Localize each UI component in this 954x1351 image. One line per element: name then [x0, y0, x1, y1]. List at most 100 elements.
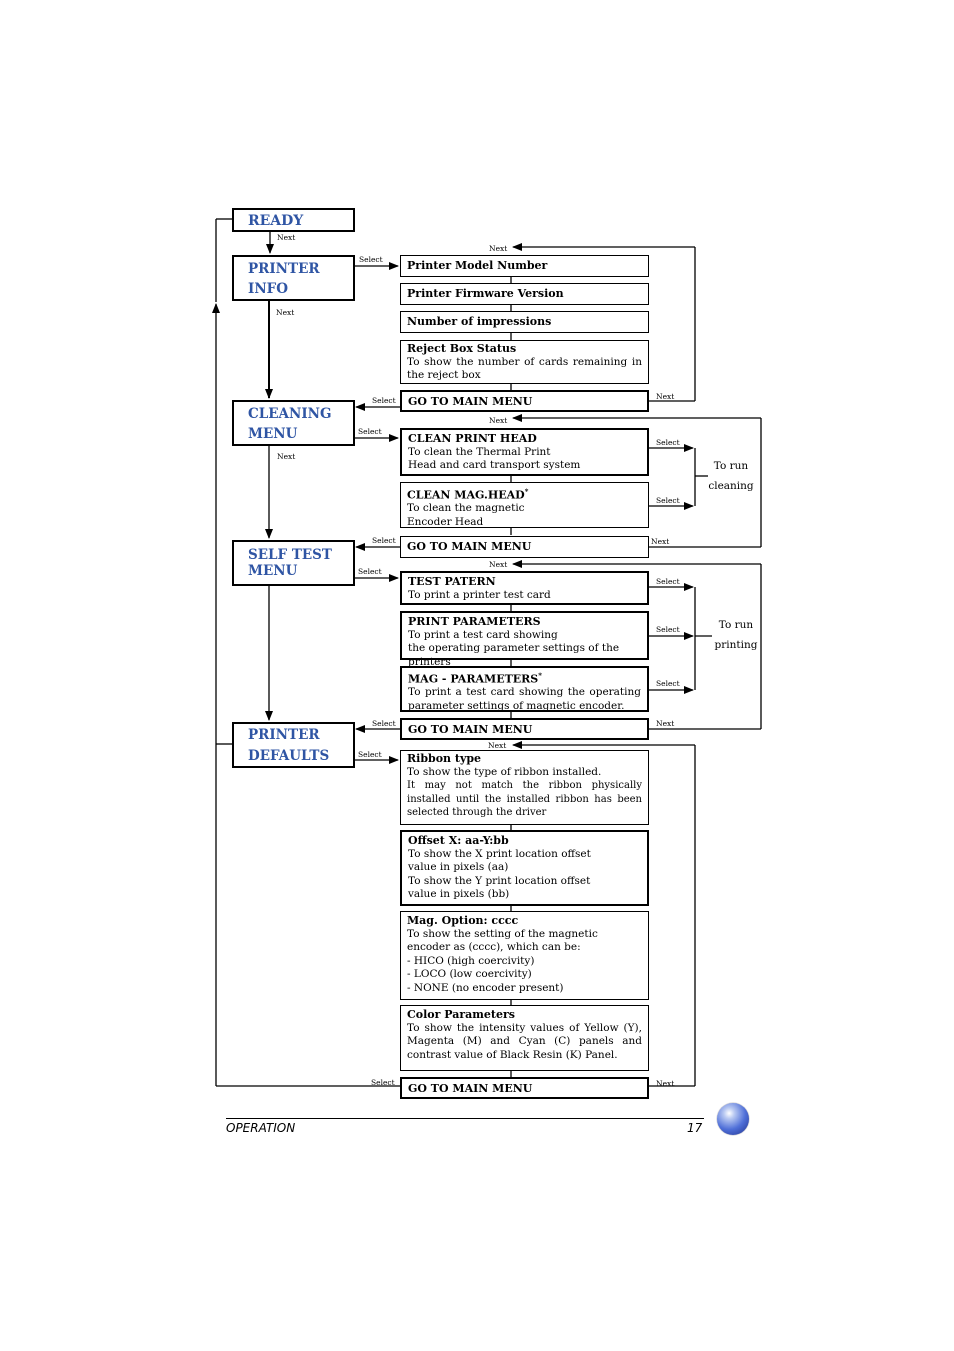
ready-label: READY [248, 213, 304, 229]
self-test-label-1: SELF TEST [248, 547, 332, 563]
select-label: Select [372, 396, 396, 405]
mag-option-desc-5: - NONE (no encoder present) [407, 981, 564, 994]
print-parameters-desc-1: To print a test card showing [408, 628, 558, 641]
clean-print-head-desc-2: Head and card transport system [408, 459, 581, 471]
cleaning-menu-box[interactable]: CLEANING MENU [232, 400, 355, 446]
clean-mag-head-title: CLEAN MAG.HEAD* [407, 487, 529, 502]
select-label: Select [358, 750, 382, 759]
clean-print-head-title: CLEAN PRINT HEAD [408, 432, 537, 445]
offset-item[interactable]: Offset X: aa-Y:bb To show the X print lo… [400, 830, 649, 906]
select-label: Select [372, 719, 396, 728]
goto-main-menu-label: GO TO MAIN MENU [408, 1082, 533, 1095]
select-label: Select [656, 577, 680, 586]
self-test-label-2: MENU [248, 563, 298, 579]
next-label: Next [276, 308, 295, 317]
ready-box[interactable]: READY [232, 208, 355, 232]
printer-firmware-title: Printer Firmware Version [407, 287, 564, 300]
footer-section: OPERATION [226, 1121, 296, 1135]
select-label: Select [358, 567, 382, 576]
impressions-title: Number of impressions [407, 315, 552, 328]
test-patern-title: TEST PATERN [408, 575, 496, 588]
test-patern-desc: To print a printer test card [408, 588, 551, 601]
select-label: Select [656, 625, 680, 634]
goto-main-menu-label: GO TO MAIN MENU [408, 395, 533, 408]
globe-logo-icon [717, 1103, 749, 1135]
mag-parameters-title: MAG - PARAMETERS* [408, 671, 542, 686]
self-test-menu-box[interactable]: SELF TEST MENU [232, 540, 355, 586]
print-parameters-title: PRINT PARAMETERS [408, 615, 541, 628]
printer-info-label-2: INFO [248, 281, 288, 297]
test-patern-item[interactable]: TEST PATERN To print a printer test card [400, 571, 649, 605]
clean-mag-head-desc-2: Encoder Head [407, 515, 484, 528]
color-parameters-title: Color Parameters [407, 1008, 515, 1021]
goto-main-menu-cleaning[interactable]: GO TO MAIN MENU [400, 536, 649, 558]
goto-main-menu-label: GO TO MAIN MENU [408, 723, 533, 736]
printer-info-label-1: PRINTER [248, 261, 320, 277]
reject-box-desc: To show the number of cards remaining in… [407, 355, 642, 382]
next-label: Next [656, 719, 675, 728]
goto-main-menu-info[interactable]: GO TO MAIN MENU [400, 390, 649, 412]
select-label: Select [656, 438, 680, 447]
ribbon-type-desc-1: To show the type of ribbon installed. [407, 765, 602, 778]
impressions-item[interactable]: Number of impressions [400, 311, 649, 333]
reject-box-title: Reject Box Status [407, 342, 517, 355]
clean-print-head-item[interactable]: CLEAN PRINT HEAD To clean the Thermal Pr… [400, 428, 649, 476]
color-parameters-desc: To show the intensity values of Yellow (… [407, 1021, 642, 1061]
run-cleaning-note: To run cleaning [708, 460, 754, 492]
color-parameters-item[interactable]: Color Parameters To show the intensity v… [400, 1005, 649, 1071]
next-label: Next [651, 537, 670, 546]
select-label: Select [656, 679, 680, 688]
footer-page-number: 17 [687, 1121, 703, 1135]
offset-desc-3: To show the Y print location offset [408, 874, 591, 887]
mag-option-item[interactable]: Mag. Option: cccc To show the setting of… [400, 911, 649, 1000]
printer-defaults-label-2: DEFAULTS [248, 748, 330, 764]
next-label: Next [489, 560, 508, 569]
mag-option-desc-1: To show the setting of the magnetic [407, 927, 598, 940]
footer-rule [226, 1118, 704, 1119]
printer-info-box[interactable]: PRINTER INFO [232, 255, 355, 301]
printer-defaults-label-1: PRINTER [248, 727, 320, 743]
goto-main-menu-defaults[interactable]: GO TO MAIN MENU [400, 1077, 649, 1099]
next-label: Next [489, 244, 508, 253]
clean-mag-head-desc-1: To clean the magnetic [407, 502, 525, 515]
clean-mag-head-item[interactable]: CLEAN MAG.HEAD* To clean the magnetic En… [400, 482, 649, 528]
print-parameters-item[interactable]: PRINT PARAMETERS To print a test card sh… [400, 611, 649, 668]
select-label: Select [372, 536, 396, 545]
next-label: Next [656, 1079, 675, 1088]
offset-desc-4: value in pixels (bb) [408, 888, 510, 900]
goto-main-menu-self-test[interactable]: GO TO MAIN MENU [400, 718, 649, 740]
next-label: Next [489, 416, 508, 425]
cleaning-label-2: MENU [248, 426, 298, 442]
next-label: Next [277, 452, 296, 461]
next-label: Next [656, 392, 675, 401]
mag-option-desc-2: encoder as (cccc), which can be: [407, 941, 581, 953]
mag-parameters-desc: To print a test card showing the operati… [408, 686, 641, 712]
offset-desc-2: value in pixels (aa) [408, 861, 509, 873]
select-label: Select [358, 427, 382, 436]
printer-model-item[interactable]: Printer Model Number [400, 255, 649, 277]
printer-model-title: Printer Model Number [407, 259, 548, 272]
mag-parameters-item[interactable]: MAG - PARAMETERS* To print a test card s… [400, 666, 649, 712]
printer-firmware-item[interactable]: Printer Firmware Version [400, 283, 649, 305]
ribbon-type-item[interactable]: Ribbon type To show the type of ribbon i… [400, 750, 649, 825]
ribbon-type-desc-2: It may not match the ribbon physically i… [407, 780, 642, 818]
cleaning-label-1: CLEANING [248, 406, 332, 422]
select-label: Select [371, 1078, 395, 1087]
ribbon-type-title: Ribbon type [407, 752, 482, 765]
next-label: Next [488, 741, 507, 750]
offset-desc-1: To show the X print location offset [408, 847, 591, 860]
goto-main-menu-label: GO TO MAIN MENU [407, 540, 532, 553]
printer-defaults-box[interactable]: PRINTER DEFAULTS [232, 722, 355, 768]
mag-option-title: Mag. Option: cccc [407, 914, 519, 927]
print-parameters-desc-2: the operating parameter settings of the … [408, 642, 620, 668]
run-printing-note: To run printing [714, 619, 758, 651]
next-label: Next [277, 233, 296, 242]
select-label: Select [656, 496, 680, 505]
mag-option-desc-3: - HICO (high coercivity) [407, 954, 535, 967]
select-label: Select [359, 255, 383, 264]
mag-option-desc-4: - LOCO (low coercivity) [407, 968, 532, 980]
offset-title: Offset X: aa-Y:bb [408, 834, 509, 847]
clean-print-head-desc-1: To clean the Thermal Print [408, 445, 551, 458]
reject-box-item[interactable]: Reject Box Status To show the number of … [400, 340, 649, 384]
